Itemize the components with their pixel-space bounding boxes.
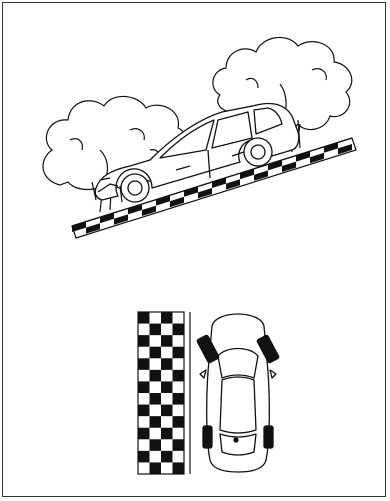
topdown-checker-square	[161, 428, 173, 440]
topdown-checker-square	[150, 439, 162, 451]
topdown-checker-square	[150, 347, 162, 359]
car-top-view	[197, 314, 280, 472]
topdown-curb	[138, 312, 190, 474]
topdown-checker-square	[138, 405, 150, 417]
topdown-checker-square	[173, 347, 185, 359]
topdown-checker-square	[138, 335, 150, 347]
topdown-checker-square	[150, 462, 162, 474]
topdown-checker-square	[173, 370, 185, 382]
topdown-checker-square	[173, 324, 185, 336]
topdown-checker-square	[150, 324, 162, 336]
topdown-checker-square	[161, 451, 173, 463]
topdown-checker-square	[150, 370, 162, 382]
topdown-checker-square	[173, 393, 185, 405]
topdown-checker-square	[138, 451, 150, 463]
topdown-checker-square	[161, 381, 173, 393]
topdown-checker-square	[138, 312, 150, 324]
topdown-checker-square	[138, 358, 150, 370]
topdown-checker-square	[173, 462, 185, 474]
topdown-checker-square	[161, 335, 173, 347]
topdown-checker-square	[173, 439, 185, 451]
topdown-checker-square	[161, 358, 173, 370]
topdown-checker-square	[138, 428, 150, 440]
topdown-checker-square	[150, 416, 162, 428]
topdown-checker-square	[138, 381, 150, 393]
topdown-checker-square	[161, 405, 173, 417]
topdown-checker-square	[161, 312, 173, 324]
topdown-checker-square	[173, 416, 185, 428]
topdown-checker-square	[150, 393, 162, 405]
